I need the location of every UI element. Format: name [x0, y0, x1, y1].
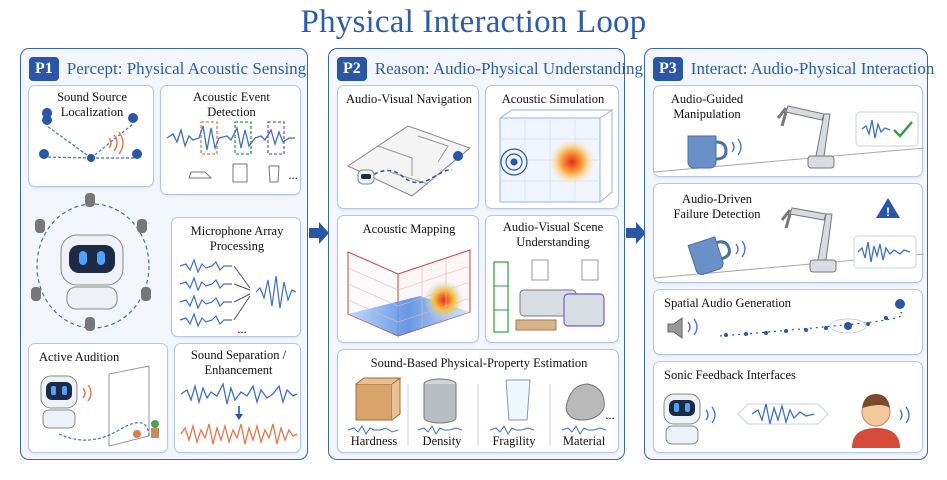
- property-label-hardness: Hardness: [350, 434, 398, 448]
- card-label: Sound-Based Physical-Property Estimation: [370, 356, 588, 370]
- card-label: Acoustic Simulation: [501, 92, 605, 106]
- localization-icon: [39, 108, 142, 162]
- card-spatial-audio-generation: Spatial Audio Generation: [653, 289, 923, 355]
- card-label: Microphone Array Processing: [190, 224, 284, 253]
- panel-badge: P3: [653, 57, 683, 81]
- card-label: Active Audition: [39, 350, 120, 364]
- property-label-material: Material: [562, 434, 606, 448]
- card-label: Audio-Visual Navigation: [346, 92, 472, 106]
- card-acoustic-mapping: Acoustic Mapping: [337, 215, 479, 343]
- robot-mic-array-illustration: [31, 193, 151, 331]
- mapping-heatmap: [347, 249, 471, 337]
- card-label: Sonic Feedback Interfaces: [664, 368, 796, 382]
- panel-title: Reason: Audio-Physical Understanding: [374, 59, 643, 78]
- navigation-floorplan: [346, 125, 471, 197]
- card-microphone-array-processing: Microphone Array Processing ...: [171, 217, 301, 337]
- card-label: Audio-Driven Failure Detection: [673, 192, 761, 221]
- card-physical-property-estimation: Sound-Based Physical-Property Estimation…: [337, 349, 619, 453]
- scene-living-room: [493, 259, 605, 333]
- card-label: Acoustic Mapping: [362, 222, 456, 236]
- active-audition-illustration: [40, 365, 159, 447]
- property-objects: [347, 377, 607, 446]
- event-ellipsis: ...: [288, 168, 298, 182]
- card-label: Spatial Audio Generation: [664, 296, 792, 310]
- panel-reason: P2 Reason: Audio-Physical Understanding …: [328, 48, 643, 460]
- panel-header: P2 Reason: Audio-Physical Understanding: [337, 56, 643, 82]
- card-label: Sound Source Localization: [57, 90, 127, 119]
- event-waveform: [166, 121, 295, 183]
- panel-header: P3 Interact: Audio-Physical Interaction: [653, 56, 934, 82]
- panel-interact: P3 Interact: Audio-Physical Interaction …: [644, 48, 934, 460]
- card-label: Audio-Visual Scene Understanding: [502, 220, 604, 249]
- card-audio-guided-manipulation: Audio-Guided Manipulation: [653, 85, 925, 177]
- card-audio-visual-navigation: Audio-Visual Navigation: [337, 85, 479, 209]
- simulation-cube: [499, 109, 614, 203]
- mic-ellipsis: ...: [237, 322, 247, 336]
- separation-waveforms: [180, 382, 298, 445]
- arrow-percept-to-reason: [309, 222, 329, 244]
- card-acoustic-simulation: Acoustic Simulation: [485, 85, 619, 209]
- property-ellipsis: ...: [605, 408, 615, 422]
- manipulation-illustration: [653, 105, 925, 173]
- property-label-fragility: Fragility: [492, 434, 536, 448]
- card-audio-visual-scene-understanding: Audio-Visual Scene Understanding: [485, 215, 619, 343]
- panel-badge: P2: [337, 57, 367, 81]
- svg-text:!: !: [886, 205, 890, 219]
- panel-title: Percept: Physical Acoustic Sensing: [66, 59, 307, 78]
- property-label-density: Density: [422, 434, 462, 448]
- arrow-reason-to-interact: [626, 222, 646, 244]
- card-sound-separation: Sound Separation / Enhancement: [174, 343, 301, 453]
- card-acoustic-event-detection: Acoustic Event Detection ...: [160, 85, 301, 195]
- card-label: Audio-Guided Manipulation: [670, 92, 744, 121]
- panel-percept: P1 Percept: Physical Acoustic Sensing So…: [20, 48, 308, 460]
- card-audio-driven-failure-detection: Audio-Driven Failure Detection !: [653, 183, 925, 283]
- card-sonic-feedback-interfaces: Sonic Feedback Interfaces: [653, 361, 923, 453]
- spatial-audio-illustration: [667, 299, 905, 339]
- card-active-audition: Active Audition: [28, 343, 168, 453]
- failure-illustration: !: [653, 198, 925, 279]
- card-label: Acoustic Event Detection: [193, 90, 270, 119]
- panel-header: P1 Percept: Physical Acoustic Sensing: [29, 56, 306, 82]
- card-label: Sound Separation / Enhancement: [190, 348, 287, 377]
- panel-badge: P1: [29, 57, 59, 81]
- sonic-feedback-illustration: [663, 393, 910, 448]
- panel-title: Interact: Audio-Physical Interaction: [690, 59, 935, 78]
- mic-array-waveforms: [179, 258, 297, 328]
- diagram-title: Physical Interaction Loop: [300, 4, 647, 40]
- card-sound-source-localization: Sound Source Localization: [28, 85, 154, 187]
